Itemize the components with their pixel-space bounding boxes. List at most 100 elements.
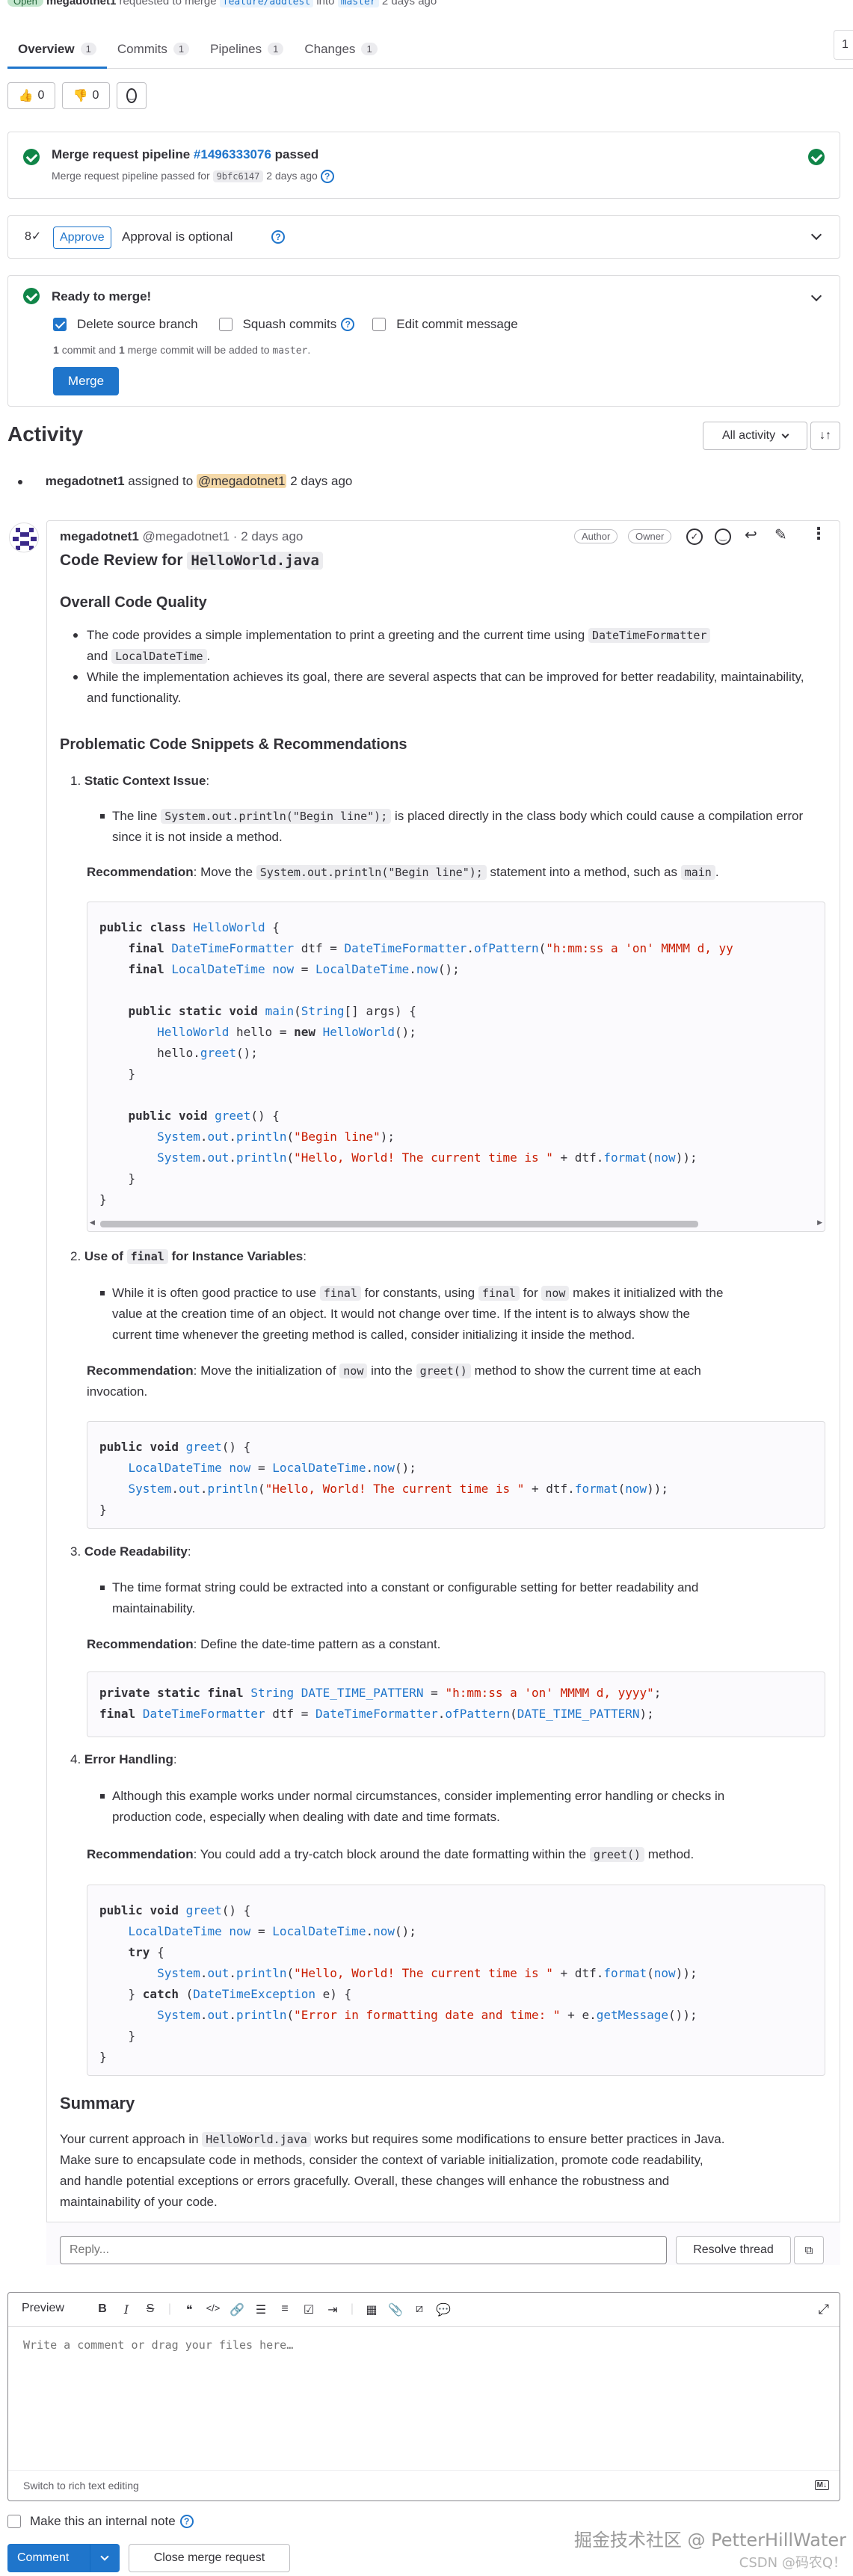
problem-2-bullet: While it is often good practice to use f…	[100, 1283, 822, 1346]
code-line: hello.greet();	[99, 1046, 258, 1060]
note-handle[interactable]: @megadotnet1	[142, 529, 230, 543]
strikethrough-icon[interactable]: S	[146, 2302, 155, 2315]
help-icon[interactable]: ?	[320, 170, 334, 184]
help-icon[interactable]: ?	[179, 2515, 194, 2528]
pipeline-title-prefix: Merge request pipeline	[52, 147, 191, 161]
create-issue-button[interactable]: ⧉	[794, 2236, 824, 2264]
internal-note-checkbox[interactable]	[7, 2515, 21, 2528]
separator-icon: |	[167, 2302, 172, 2315]
squash-checkbox[interactable]	[218, 318, 233, 331]
horizontal-scrollbar[interactable]: ◀ ▶	[90, 1218, 822, 1229]
merge-button[interactable]: Merge	[53, 367, 119, 395]
add-reaction-button[interactable]: ‿	[117, 82, 147, 109]
chevron-down-icon[interactable]	[810, 229, 822, 241]
preview-tab[interactable]: Preview	[22, 2302, 64, 2314]
attach-icon[interactable]: 📎	[388, 2304, 403, 2317]
bullet-list-icon[interactable]: ☰	[255, 2304, 267, 2317]
problem-title: Error Handling	[84, 1752, 173, 1766]
thumbs-up-button[interactable]: 👍 0	[7, 82, 55, 109]
bullet-text: makes it initialized with the	[573, 1286, 724, 1300]
bullet-text: and	[87, 649, 108, 663]
tab-changes[interactable]: Changes 1	[294, 30, 387, 68]
system-note-time: 2 days ago	[290, 474, 353, 488]
code-block[interactable]: public void greet() { LocalDateTime now …	[87, 1421, 825, 1529]
pipeline-link[interactable]: #1496333076	[193, 147, 271, 161]
close-merge-request-button[interactable]: Close merge request	[129, 2544, 290, 2572]
comment-options-dropdown[interactable]	[90, 2544, 120, 2572]
slash-command-icon[interactable]: ⧄	[415, 2302, 424, 2315]
activity-filter-dropdown[interactable]: All activity	[703, 422, 807, 450]
indent-icon[interactable]: ⇥	[327, 2304, 338, 2317]
code-block[interactable]: private static final String DATE_TIME_PA…	[87, 1671, 825, 1737]
tab-overview[interactable]: Overview 1	[7, 30, 107, 69]
code-block[interactable]: public void greet() { LocalDateTime now …	[87, 1885, 825, 2076]
resolve-check-icon[interactable]: ✓	[686, 529, 703, 545]
numbered-list-icon[interactable]: ≡	[281, 2302, 289, 2315]
italic-icon[interactable]: I	[123, 2302, 129, 2317]
avatar[interactable]	[9, 523, 39, 552]
note-author[interactable]: megadotnet1	[60, 529, 139, 543]
delete-source-checkbox[interactable]	[53, 318, 67, 331]
inline-code: LocalDateTime	[111, 649, 207, 664]
tabs-right-control[interactable]: 1	[834, 30, 853, 60]
user-mention[interactable]: @megadotnet1	[196, 474, 287, 488]
more-actions-icon[interactable]: ⋮	[810, 524, 827, 543]
note-time[interactable]: 2 days ago	[241, 529, 304, 543]
comment-button[interactable]: Comment	[7, 2544, 90, 2572]
bullet-text: for constants, using	[364, 1286, 475, 1300]
task-list-icon[interactable]: ☑	[303, 2304, 315, 2317]
edit-message-checkbox[interactable]	[372, 318, 387, 331]
source-branch[interactable]: feature/addtest	[219, 0, 314, 7]
resolve-thread-button[interactable]: Resolve thread	[676, 2236, 791, 2264]
approve-button[interactable]: Approve	[53, 227, 111, 249]
problem-3-bullet: The time format string could be extracte…	[100, 1577, 822, 1619]
comment-template-icon[interactable]: 💬	[436, 2304, 451, 2317]
scrollbar-thumb[interactable]	[100, 1221, 698, 1227]
title-colon: :	[303, 1249, 307, 1263]
chevron-down-icon[interactable]	[810, 290, 822, 302]
list-number: 4.	[70, 1752, 84, 1766]
bold-icon[interactable]: B	[98, 2302, 107, 2315]
code-line: System.out.println("Begin line");	[157, 1130, 395, 1144]
pipeline-title: Merge request pipeline #1496333076 passe…	[52, 147, 318, 162]
pipeline-passed-icon[interactable]	[23, 149, 40, 165]
problem-1-bullet: The line System.out.println("Begin line"…	[100, 806, 822, 848]
scroll-right-arrow[interactable]: ▶	[817, 1218, 822, 1226]
help-icon[interactable]: ?	[341, 318, 355, 331]
inline-code: greet()	[416, 1364, 471, 1378]
help-icon[interactable]: ?	[271, 230, 285, 244]
edit-icon[interactable]: ✎	[775, 527, 787, 543]
switch-editor-link[interactable]: Switch to rich text editing	[23, 2480, 139, 2492]
tab-commits[interactable]: Commits 1	[107, 30, 200, 68]
code-line: System.out.println("Hello, World! The cu…	[157, 1966, 698, 1980]
sort-direction-button[interactable]: ↓↑	[810, 422, 840, 450]
scroll-left-arrow[interactable]: ◀	[90, 1218, 95, 1226]
code-line: System.out.println("Error in formatting …	[157, 2008, 698, 2022]
thumbs-down-button[interactable]: 👎 0	[62, 82, 110, 109]
reply-input[interactable]	[60, 2236, 667, 2264]
comment-textarea[interactable]	[8, 2328, 838, 2470]
link-icon[interactable]: 🔗	[230, 2304, 244, 2317]
code-block[interactable]: public class HelloWorld { final DateTime…	[87, 902, 825, 1232]
add-reaction-icon[interactable]: ‿	[715, 529, 731, 545]
list-number: 2.	[70, 1249, 84, 1263]
inline-code: DateTimeFormatter	[588, 628, 711, 643]
quote-icon[interactable]: ❝	[185, 2304, 193, 2317]
watermark-line: 掘金技术社区 @ PetterHillWater	[573, 2530, 846, 2551]
table-icon[interactable]: ▦	[366, 2304, 378, 2317]
target-branch[interactable]: master	[337, 0, 379, 7]
code-line: LocalDateTime now = LocalDateTime.now();	[128, 1461, 416, 1475]
code-icon[interactable]: </>	[206, 2302, 221, 2314]
mr-author[interactable]: megadotnet1	[46, 0, 117, 7]
bullet-dot	[18, 479, 22, 484]
commit-count: 1	[53, 344, 59, 356]
tab-pipelines[interactable]: Pipelines 1	[200, 30, 294, 68]
pipeline-status-icon[interactable]	[808, 149, 825, 165]
system-note-author[interactable]: megadotnet1	[45, 474, 125, 488]
tab-label: Overview	[18, 41, 75, 56]
reply-icon[interactable]: ↩	[745, 527, 757, 543]
fullscreen-icon[interactable]: ⤢	[818, 2302, 829, 2317]
commit-sha[interactable]: 9bfc6147	[212, 170, 264, 182]
inline-code: greet()	[589, 1847, 645, 1862]
code-line: public void greet() {	[99, 1903, 251, 1917]
